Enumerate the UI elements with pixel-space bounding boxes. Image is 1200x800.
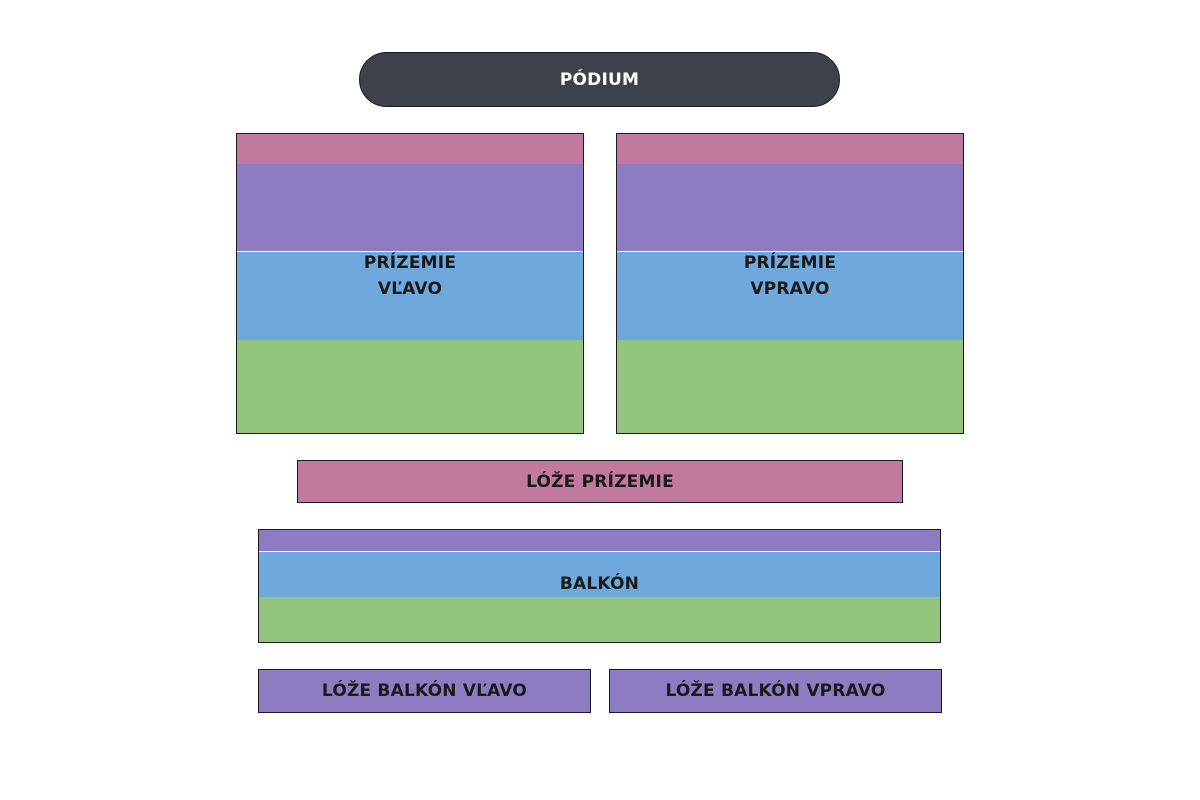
price-band-purple xyxy=(617,164,963,251)
section-label-line1: PRÍZEMIE xyxy=(743,252,837,273)
section-floor-right[interactable]: PRÍZEMIE VPRAVO xyxy=(616,133,964,434)
section-label: BALKÓN xyxy=(559,574,640,594)
price-band-blue xyxy=(617,252,963,340)
section-floor-left[interactable]: PRÍZEMIE VĽAVO xyxy=(236,133,584,434)
price-band-green xyxy=(237,340,583,433)
price-band-purple xyxy=(259,530,940,551)
section-floor-boxes[interactable]: LÓŽE PRÍZEMIE xyxy=(297,460,903,503)
price-band-pink xyxy=(617,134,963,164)
price-band-purple xyxy=(237,164,583,251)
price-band-pink xyxy=(237,134,583,164)
section-balcony[interactable]: BALKÓN xyxy=(258,529,941,643)
section-label-wrap: PRÍZEMIE VĽAVO xyxy=(237,134,583,433)
stage-label: PÓDIUM xyxy=(559,69,640,90)
price-band-green xyxy=(259,597,940,642)
price-band-green xyxy=(617,340,963,433)
section-label: LÓŽE BALKÓN VPRAVO xyxy=(665,681,886,701)
section-label-line2: VPRAVO xyxy=(750,278,830,299)
section-balcony-box-left[interactable]: LÓŽE BALKÓN VĽAVO xyxy=(258,669,591,713)
section-label: LÓŽE BALKÓN VĽAVO xyxy=(321,681,528,701)
section-label-wrap: PRÍZEMIE VPRAVO xyxy=(617,134,963,433)
price-band-blue xyxy=(237,252,583,340)
section-label-wrap: BALKÓN xyxy=(259,530,940,642)
section-label-line1: PRÍZEMIE xyxy=(363,252,457,273)
section-balcony-box-right[interactable]: LÓŽE BALKÓN VPRAVO xyxy=(609,669,942,713)
stage-podium: PÓDIUM xyxy=(359,52,840,107)
price-band-blue xyxy=(259,552,940,597)
section-label-line2: VĽAVO xyxy=(377,278,443,299)
section-label: LÓŽE PRÍZEMIE xyxy=(526,471,674,492)
